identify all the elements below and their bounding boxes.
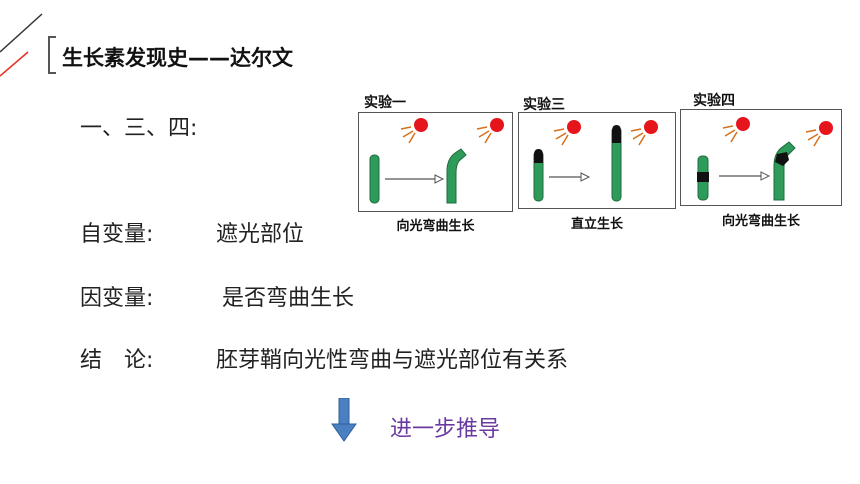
sun-icon [805, 121, 833, 147]
sun-icon [722, 117, 750, 143]
independent-variable-value: 遮光部位 [216, 222, 305, 247]
conclusion-value: 胚芽鞘向光性弯曲与遮光部位有关系 [216, 348, 569, 373]
dependent-variable-value: 是否弯曲生长 [222, 286, 355, 311]
sun-icon [630, 120, 658, 146]
experiment-title: 实验四 [693, 93, 735, 109]
corner-decoration [0, 13, 43, 77]
experiment-caption: 向光弯曲生长 [396, 219, 475, 234]
experiment-1-illustration [369, 118, 504, 204]
experiments-line: 一、三、四: [80, 116, 198, 141]
experiment-panel-1 [358, 112, 513, 212]
experiment-caption: 直立生长 [570, 217, 623, 232]
right-arrow-icon [385, 174, 445, 184]
experiment-title: 实验一 [364, 95, 406, 111]
experiment-3-illustration [533, 120, 658, 202]
experiment-4-illustration [697, 117, 833, 201]
sun-icon [553, 120, 581, 146]
experiment-title: 实验三 [523, 97, 565, 113]
experiment-panel-4 [680, 109, 842, 206]
sun-icon [400, 118, 428, 144]
experiment-caption: 向光弯曲生长 [721, 214, 800, 229]
page-title: 生长素发现史——达尔文 [62, 46, 293, 70]
experiment-panel-3 [518, 112, 676, 209]
next-step-text: 进一步推导 [390, 417, 501, 442]
independent-variable-label: 自变量: [80, 222, 154, 247]
down-arrow-icon [331, 398, 357, 442]
right-arrow-icon [719, 171, 771, 181]
title-bracket [48, 36, 56, 74]
right-arrow-icon [549, 172, 591, 182]
dependent-variable-label: 因变量: [80, 286, 154, 311]
conclusion-label: 结 论: [80, 348, 154, 373]
sun-icon [476, 118, 504, 144]
